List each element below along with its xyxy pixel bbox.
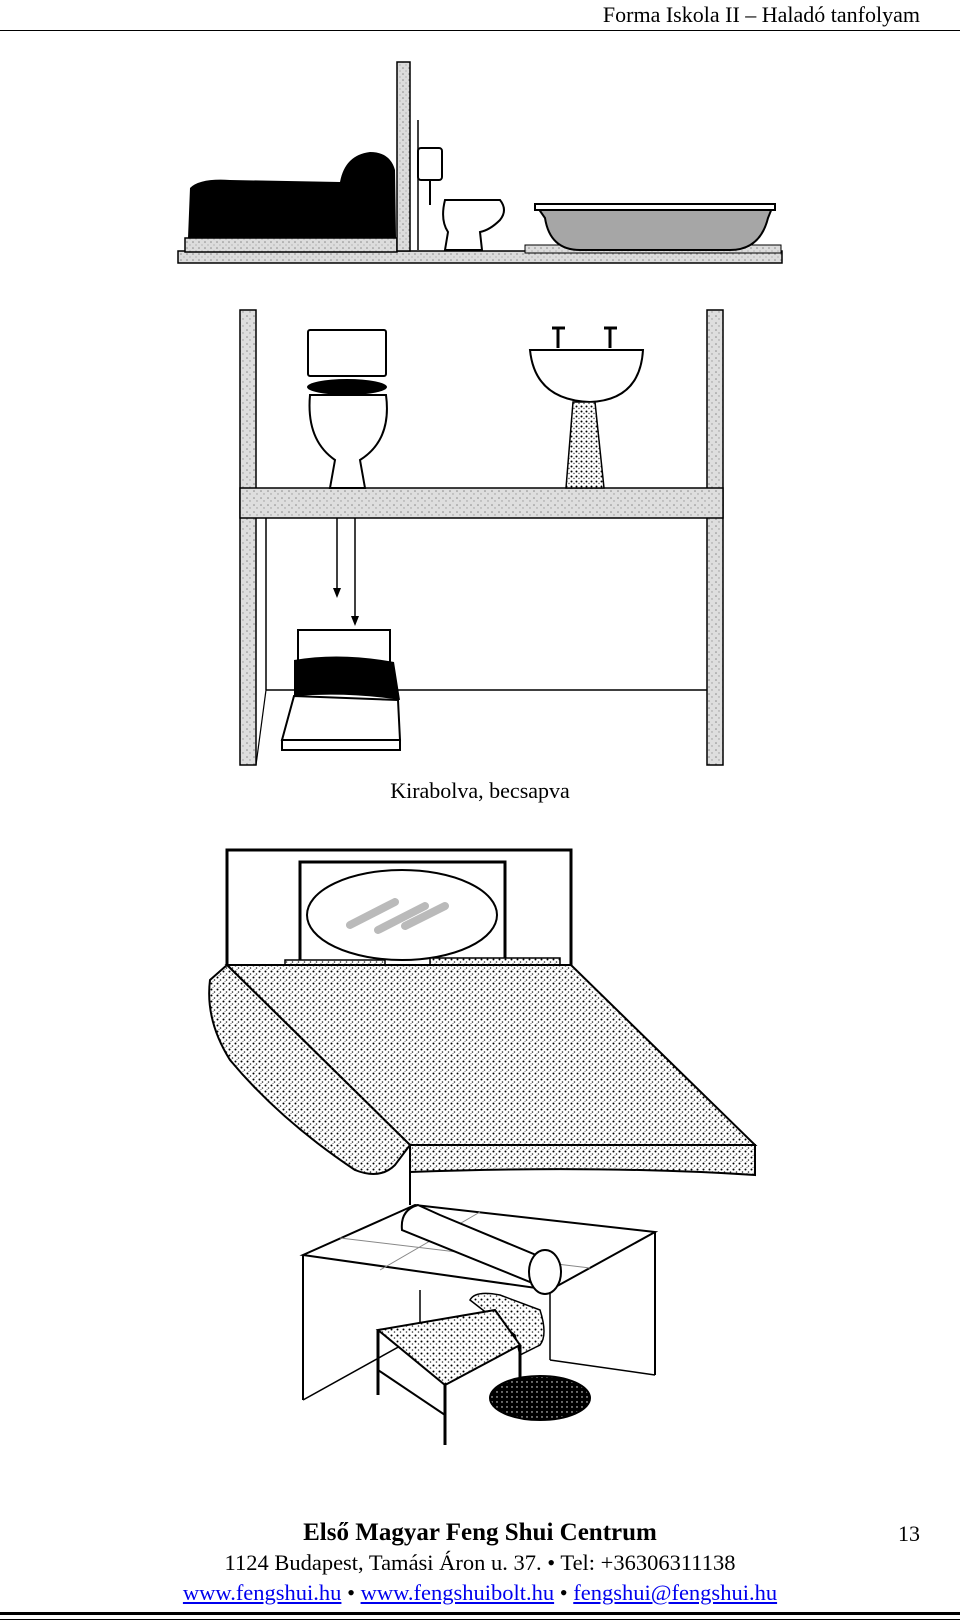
hanging-pipe (469, 1292, 545, 1357)
bedspread-front-drape (409, 1144, 756, 1177)
drain-arrows (333, 518, 359, 626)
right-wall (706, 309, 724, 766)
link-fengshuibolt-website[interactable]: www.fengshuibolt.hu (360, 1580, 555, 1605)
running-header: Forma Iskola II – Haladó tanfolyam (602, 2, 920, 27)
bathtub (536, 207, 774, 251)
bathroom-above-bed-illustration (239, 309, 724, 766)
toilet-front-view (307, 329, 388, 489)
ceiling-beam (400, 1203, 562, 1295)
dividing-wall (396, 61, 411, 252)
round-rug (489, 1375, 591, 1421)
wash-basin (528, 326, 645, 489)
bed-below-toilet (280, 629, 402, 751)
link-separator: • (341, 1580, 361, 1605)
bed-toilet-bathtub-illustration (177, 61, 783, 264)
bed-base (184, 237, 398, 253)
figure-caption: Kirabolva, becsapva (390, 778, 570, 803)
footer-address: 1124 Budapest, Tamási Áron u. 37. • Tel:… (224, 1550, 736, 1575)
header-rule (0, 30, 960, 31)
toilet-side-view (417, 120, 505, 251)
link-separator: • (554, 1580, 574, 1605)
link-fengshui-website[interactable]: www.fengshui.hu (182, 1580, 342, 1605)
bedspread-left-drape (208, 963, 412, 1175)
footer-organization: Első Magyar Feng Shui Centrum (303, 1519, 657, 1546)
floor-slab (239, 487, 724, 519)
small-bed (375, 1308, 522, 1445)
page-number: 13 (898, 1521, 920, 1546)
footer-rule (0, 1612, 960, 1620)
footer-links: www.fengshui.hu • www.fengshuibolt.hu • … (0, 1580, 960, 1606)
beam-over-bed-illustration (299, 1203, 659, 1445)
bed-silhouette (188, 152, 396, 238)
link-email[interactable]: fengshui@fengshui.hu (573, 1580, 778, 1605)
left-wall (239, 309, 257, 766)
bed-with-mirror-illustration (208, 848, 758, 1205)
